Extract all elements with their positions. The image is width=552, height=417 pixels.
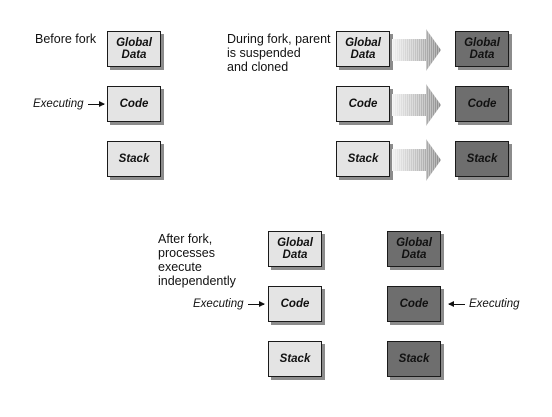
before-stack-box: Stack <box>107 141 161 177</box>
after-child-code-box: Code <box>387 286 441 322</box>
during-parent-stack-box: Stack <box>336 141 390 177</box>
during-child-stack-box: Stack <box>455 141 509 177</box>
after-parent-code-box: Code <box>268 286 322 322</box>
after-child-global-data-box: Global Data <box>387 231 441 267</box>
after-child-executing-label: Executing <box>469 298 520 310</box>
right-arrow-icon <box>87 100 105 107</box>
clone-arrow-icon <box>392 139 441 181</box>
after-parent-stack-label: Stack <box>279 353 311 365</box>
before-global-data-box: Global Data <box>107 31 161 67</box>
after-parent-executing-pointer: Executing <box>193 298 265 310</box>
clone-arrow-icon <box>392 29 441 71</box>
right-arrow-icon <box>247 300 265 307</box>
after-parent-global-data-box: Global Data <box>268 231 322 267</box>
after-parent-global-data-label: Global Data <box>277 237 313 261</box>
before-executing-pointer: Executing <box>33 98 105 110</box>
after-parent-stack-box: Stack <box>268 341 322 377</box>
after-parent-code-label: Code <box>280 298 310 310</box>
during-child-code-label: Code <box>467 98 497 110</box>
before-fork-caption: Before fork <box>35 32 97 46</box>
during-child-code-box: Code <box>455 86 509 122</box>
during-parent-stack-label: Stack <box>347 153 379 165</box>
during-parent-global-data-label: Global Data <box>345 37 381 61</box>
before-code-box: Code <box>107 86 161 122</box>
clone-arrow-icon <box>392 84 441 126</box>
during-child-stack-label: Stack <box>466 153 498 165</box>
before-stack-label: Stack <box>118 153 150 165</box>
during-child-global-data-box: Global Data <box>455 31 509 67</box>
during-parent-global-data-box: Global Data <box>336 31 390 67</box>
after-child-global-data-label: Global Data <box>396 237 432 261</box>
after-child-code-label: Code <box>399 298 429 310</box>
before-global-data-label: Global Data <box>116 37 152 61</box>
during-parent-code-label: Code <box>348 98 378 110</box>
after-child-stack-box: Stack <box>387 341 441 377</box>
during-fork-caption: During fork, parent is suspended and clo… <box>227 32 331 74</box>
before-code-label: Code <box>119 98 149 110</box>
during-child-global-data-label: Global Data <box>464 37 500 61</box>
after-parent-executing-label: Executing <box>193 298 244 310</box>
left-arrow-icon <box>448 300 465 307</box>
after-child-executing-pointer: Executing <box>448 298 520 310</box>
after-fork-caption: After fork, processes execute independen… <box>158 232 236 288</box>
after-child-stack-label: Stack <box>398 353 430 365</box>
during-parent-code-box: Code <box>336 86 390 122</box>
before-executing-label: Executing <box>33 98 84 110</box>
